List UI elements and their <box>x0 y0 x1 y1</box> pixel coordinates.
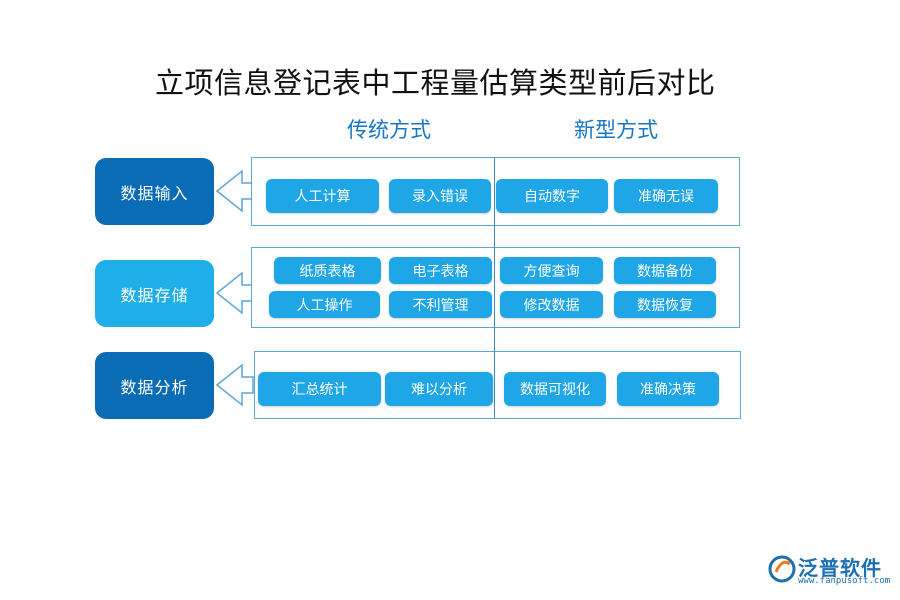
item-auto-digital: 自动数字 <box>496 179 608 213</box>
row-label-data-storage: 数据存储 <box>95 260 214 327</box>
item-entry-errors: 录入错误 <box>389 179 491 213</box>
brand-logo: 泛普软件 www.fanpusoft.com <box>768 552 893 592</box>
item-easy-query: 方便查询 <box>500 257 603 284</box>
arrow-left-icon <box>215 271 254 315</box>
item-data-recovery: 数据恢复 <box>614 291 716 318</box>
item-modify-data: 修改数据 <box>500 291 603 318</box>
item-manual-calculation: 人工计算 <box>266 179 379 213</box>
page-title: 立项信息登记表中工程量估算类型前后对比 <box>155 66 716 100</box>
item-paper-forms: 纸质表格 <box>274 257 381 284</box>
column-header-traditional: 传统方式 <box>347 118 431 142</box>
item-data-visualization: 数据可视化 <box>504 372 606 406</box>
row-label-data-analysis: 数据分析 <box>95 352 214 419</box>
column-header-new: 新型方式 <box>574 118 658 142</box>
arrow-left-icon <box>215 363 254 407</box>
item-hard-to-manage: 不利管理 <box>389 291 492 318</box>
logo-icon <box>768 555 796 583</box>
column-divider <box>494 157 495 419</box>
item-accurate-flawless: 准确无误 <box>614 179 718 213</box>
logo-url: www.fanpusoft.com <box>798 576 891 586</box>
item-data-backup: 数据备份 <box>614 257 716 284</box>
arrow-left-icon <box>215 169 254 213</box>
logo-name: 泛普软件 <box>798 556 882 580</box>
item-manual-operation: 人工操作 <box>269 291 380 318</box>
row-label-data-input: 数据输入 <box>95 158 214 225</box>
item-electronic-forms: 电子表格 <box>389 257 492 284</box>
item-summary-stats: 汇总统计 <box>258 372 381 406</box>
item-hard-to-analyze: 难以分析 <box>385 372 493 406</box>
item-accurate-decisions: 准确决策 <box>617 372 719 406</box>
